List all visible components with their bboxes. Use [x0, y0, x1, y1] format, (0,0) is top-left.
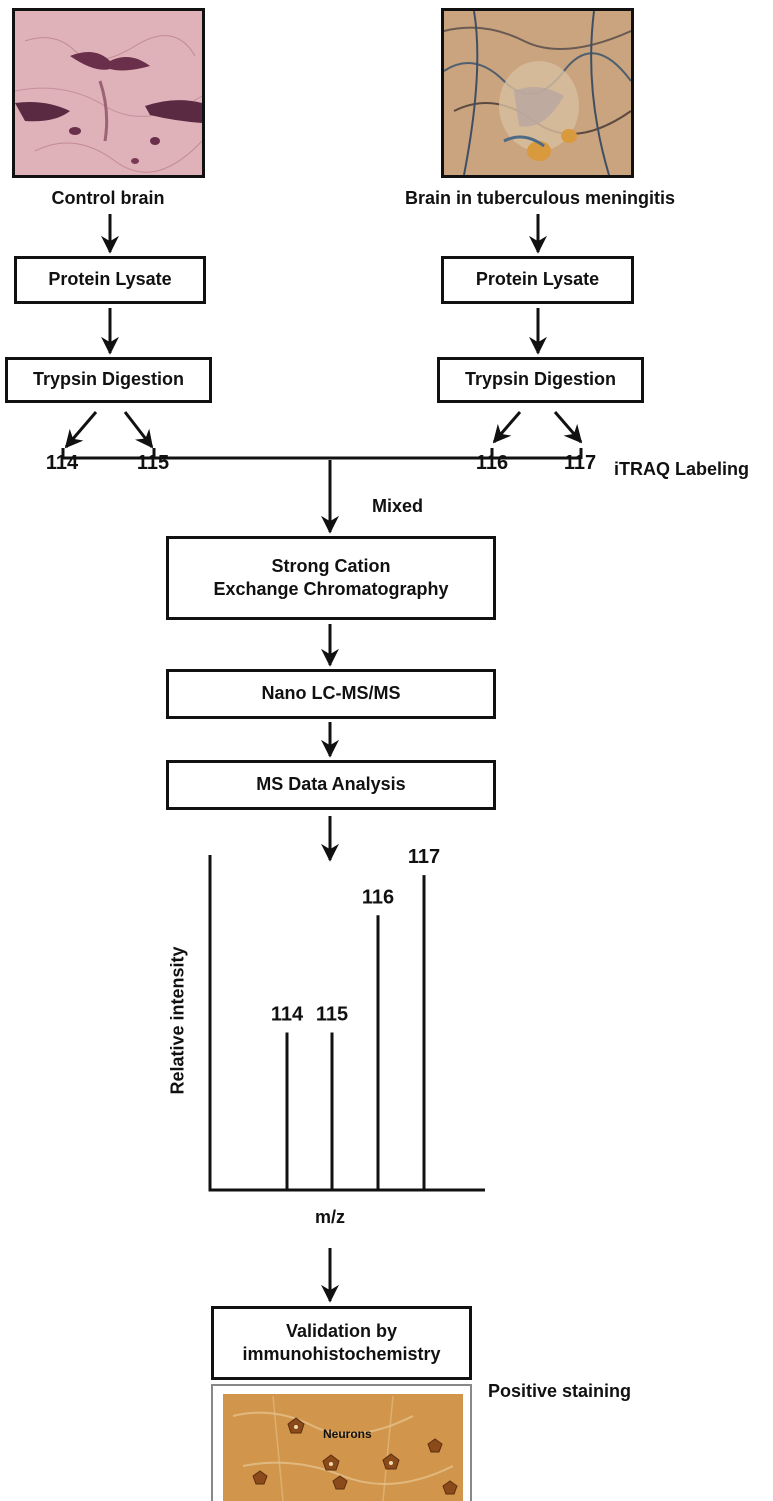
scx-box: Strong Cation Exchange Chromatography [166, 536, 496, 620]
peak-label-116: 116 [362, 886, 394, 908]
ms-data-analysis-label: MS Data Analysis [256, 774, 406, 795]
right-protein-lysate-box: Protein Lysate [441, 256, 634, 304]
control-brain-histology [15, 11, 202, 175]
peak-label-114: 114 [271, 1004, 304, 1026]
tbm-brain-photo [444, 11, 631, 175]
itraq-labeling-label: iTRAQ Labeling [614, 459, 749, 479]
control-brain-label: Control brain [51, 188, 165, 208]
left-protein-lysate-box: Protein Lysate [14, 256, 206, 304]
spectrum-xlabel: m/z [314, 1207, 345, 1227]
ihc-image: Neurons [211, 1384, 472, 1501]
peak-label-117: 117 [408, 846, 440, 868]
arrow-to-114 [64, 411, 98, 449]
right-protein-lysate-label: Protein Lysate [475, 269, 600, 290]
left-trypsin-digestion-label: Trypsin Digestion [32, 369, 185, 390]
spectrum-ylabel: Relative intensity [167, 946, 188, 1095]
left-protein-lysate-label: Protein Lysate [48, 269, 172, 290]
mixing-bracket [61, 448, 583, 460]
scx-line2: Exchange Chromatography [213, 579, 449, 599]
tbm-brain-label: Brain in tuberculous meningitis [404, 188, 676, 208]
neurons-label: Neurons [323, 1427, 372, 1441]
tbm-brain-image [441, 8, 634, 178]
ms-data-analysis-box: MS Data Analysis [166, 760, 496, 810]
arrow-to-116 [492, 411, 522, 444]
control-brain-image [12, 8, 205, 178]
validation-line1: Validation by [285, 1320, 398, 1341]
lcms-label: Nano LC-MS/MS [261, 683, 401, 704]
mixed-label: Mixed [372, 496, 424, 516]
arrow-to-117 [553, 411, 583, 444]
lcms-box: Nano LC-MS/MS [166, 669, 496, 719]
validation-line2: immunohistochemistry [242, 1344, 441, 1364]
right-trypsin-digestion-label: Trypsin Digestion [464, 369, 617, 390]
scx-line1: Strong Cation [271, 555, 391, 576]
validation-box: Validation by immunohistochemistry [211, 1306, 472, 1380]
ihc-staining-photo: Neurons [223, 1394, 463, 1501]
positive-staining-label: Positive staining [488, 1381, 632, 1401]
peak-label-115: 115 [316, 1004, 348, 1026]
right-trypsin-digestion-box: Trypsin Digestion [437, 357, 644, 403]
left-trypsin-digestion-box: Trypsin Digestion [5, 357, 212, 403]
arrow-to-115 [123, 411, 154, 449]
